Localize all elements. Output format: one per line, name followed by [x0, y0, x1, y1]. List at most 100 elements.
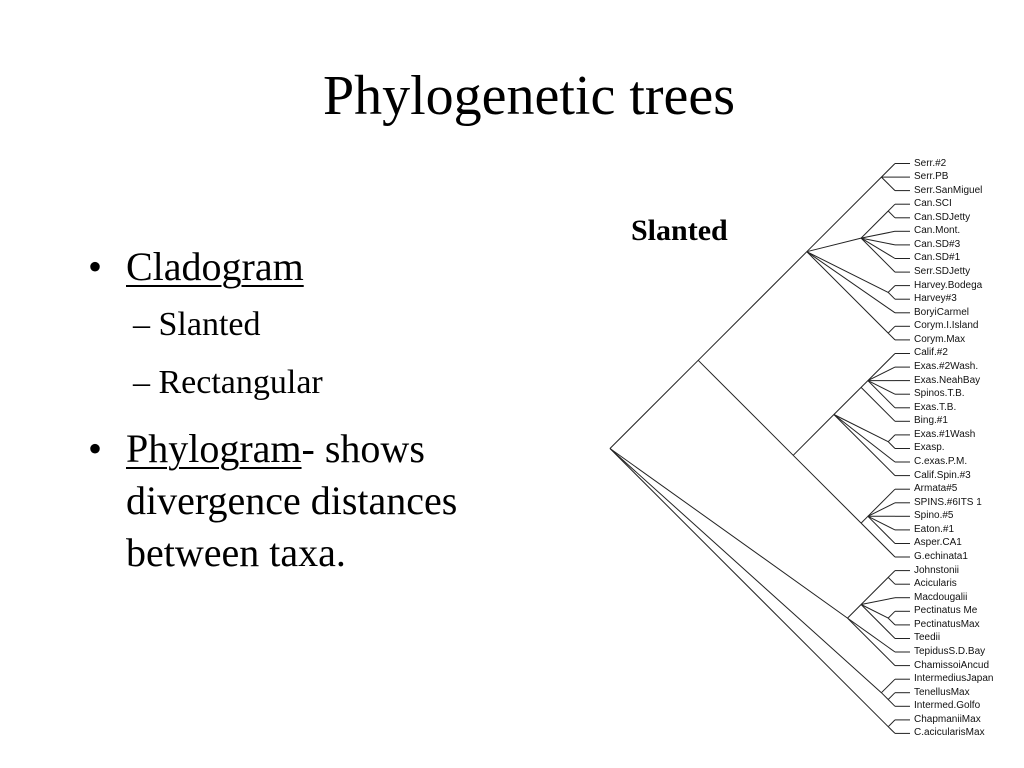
- tree-branch-24: [887, 285, 896, 293]
- taxon-label: Teedii: [914, 632, 941, 644]
- tree-branch-100: [887, 699, 896, 707]
- tree-branch-28: [806, 251, 896, 314]
- tree-branch-62: [867, 488, 896, 517]
- tree-branch-45: [867, 380, 896, 395]
- tree-branch-7: [881, 176, 896, 191]
- tree-branch-103: [887, 719, 896, 728]
- slide-title: Phylogenetic trees: [322, 65, 736, 127]
- tree-branch-30: [806, 251, 889, 334]
- phylogram-label: Phylogram: [126, 426, 302, 471]
- taxon-label: Exas.#1Wash: [914, 428, 976, 440]
- tree-branch-88: [860, 604, 896, 639]
- taxon-label: Eaton.#1: [914, 523, 955, 535]
- taxon-label: Spinos.T.B.: [914, 388, 965, 400]
- taxon-label: Can.SDJetty: [914, 211, 971, 223]
- taxon-label: Pectinatus Me: [914, 605, 978, 617]
- tree-branch-90: [847, 617, 896, 653]
- tree-branch-2: [806, 176, 882, 253]
- tree-branch-19: [860, 237, 896, 259]
- sub-bullet-slanted: – Slanted: [133, 306, 261, 343]
- tree-branch-11: [887, 203, 896, 212]
- tree-branch-58: [833, 414, 896, 476]
- phylogram-description: - shows divergence distances between tax…: [126, 426, 458, 575]
- taxon-label: IntermediusJapan: [914, 673, 994, 685]
- tree-branch-51: [833, 414, 889, 443]
- tree-branch-92: [847, 617, 896, 666]
- tree-branch-86: [887, 617, 896, 626]
- taxon-label: Serr.SDJetty: [914, 266, 971, 278]
- taxon-label: Serr.PB: [914, 171, 949, 183]
- tree-branch-77: [887, 570, 896, 578]
- taxon-label: PectinatusMax: [914, 618, 980, 630]
- tree-branch-39: [867, 353, 896, 381]
- taxon-label: Exas.#2Wash.: [914, 361, 979, 373]
- tree-branch-56: [833, 414, 896, 463]
- taxon-label: Calif.#2: [914, 347, 948, 359]
- tree-branch-15: [861, 230, 896, 239]
- bullet-dot: •: [88, 426, 103, 471]
- tree-branch-33: [887, 332, 896, 341]
- tree-branch-105: [887, 726, 896, 734]
- tree-branch-102: [609, 448, 889, 728]
- tree-branch-72: [860, 522, 896, 558]
- tree-branch-9: [806, 237, 862, 253]
- tree-branch-36: [792, 414, 835, 456]
- tree-branch-49: [860, 387, 896, 422]
- phylogram-text: Phylogram- shows divergence distances be…: [126, 423, 526, 579]
- taxon-label: BoryiCarmel: [914, 306, 970, 318]
- taxon-label: SPINS.#6ITS 1: [914, 496, 982, 508]
- tree-branch-76: [860, 577, 889, 605]
- taxon-label: Asper.CA1: [914, 537, 962, 549]
- taxon-label: Exasp.: [914, 442, 945, 454]
- tree-branch-13: [887, 210, 896, 219]
- taxon-label: C.acicularisMax: [914, 727, 985, 739]
- tree-branch-17: [861, 237, 896, 246]
- tree-branch-52: [887, 434, 896, 443]
- tree-branch-79: [887, 577, 896, 585]
- tree-branch-83: [860, 604, 889, 619]
- cladogram-label: Cladogram: [126, 244, 304, 289]
- tree-branch-94: [609, 448, 882, 694]
- tree-branch-74: [609, 448, 848, 619]
- tree-branch-26: [887, 292, 896, 300]
- sub-bullet-rectangular: – Rectangular: [133, 364, 323, 401]
- taxon-label: Calif.Spin.#3: [914, 469, 971, 481]
- tree-branch-3: [881, 163, 896, 178]
- taxon-label: Can.SCI: [914, 198, 952, 210]
- tree-branch-95: [881, 678, 896, 694]
- tree-branch-97: [881, 692, 889, 700]
- tree-branch-70: [867, 515, 896, 544]
- taxon-label: Serr.#2: [914, 157, 947, 169]
- taxon-label: TenellusMax: [914, 686, 970, 698]
- tree-branch-1: [697, 251, 808, 361]
- taxon-label: TepidusS.D.Bay: [914, 646, 986, 658]
- taxon-label: Bing.#1: [914, 415, 948, 427]
- tree-branch-10: [860, 210, 889, 239]
- bullet-dot: •: [88, 244, 103, 289]
- tree-branch-84: [887, 610, 896, 619]
- taxon-label: Macdougalii: [914, 591, 968, 603]
- tree-branch-31: [887, 325, 896, 334]
- tree-branch-35: [697, 359, 794, 456]
- tree-branch-0: [609, 359, 699, 449]
- tree-branch-75: [847, 604, 862, 619]
- taxon-label: Exas.T.B.: [914, 401, 957, 413]
- tree-branch-54: [887, 441, 896, 449]
- taxon-label: Spino.#5: [914, 510, 954, 522]
- taxon-label: Can.SD#1: [914, 252, 961, 264]
- taxon-label: Corym.Max: [914, 333, 966, 345]
- taxon-label: ChapmaniiMax: [914, 713, 981, 725]
- taxon-label: Acicularis: [914, 578, 957, 590]
- tree-branch-21: [860, 237, 896, 273]
- taxon-label: Harvey.Bodega: [914, 279, 983, 291]
- tree-branch-23: [806, 251, 889, 293]
- tree-branch-60: [792, 454, 862, 524]
- taxon-label: Intermed.Golfo: [914, 700, 981, 712]
- tree-branch-38: [860, 380, 869, 388]
- taxon-label: C.exas.P.M.: [914, 456, 968, 468]
- tree-branch-37: [833, 387, 862, 415]
- tree-branch-64: [867, 502, 896, 517]
- tree-branch-98: [887, 692, 896, 700]
- tree-branch-81: [861, 597, 896, 605]
